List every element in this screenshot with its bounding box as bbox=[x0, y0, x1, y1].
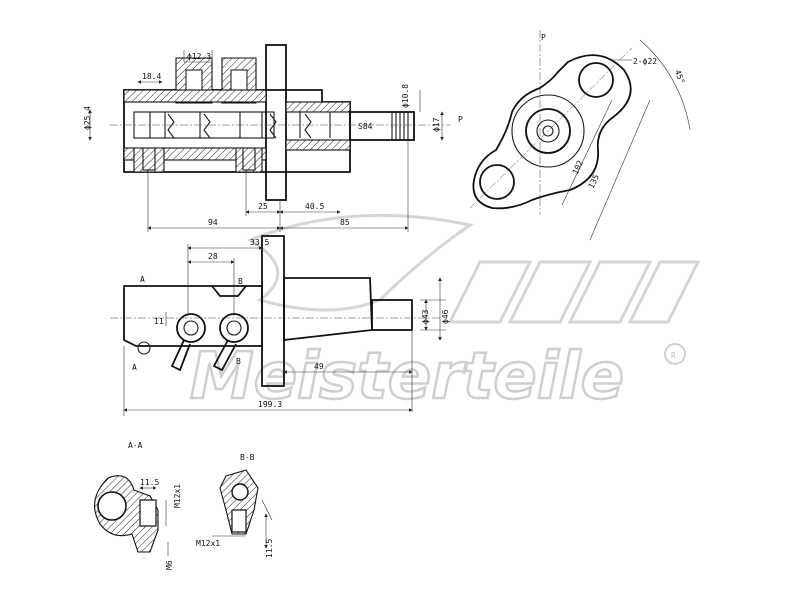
dim-40-5: 40.5 bbox=[305, 202, 324, 211]
dim-phi-12-3: ϕ12.3 bbox=[187, 52, 211, 61]
section-mark-b-top: B bbox=[238, 277, 243, 286]
outlet-fitting-2 bbox=[235, 147, 263, 173]
dim-94: 94 bbox=[208, 218, 218, 227]
springs bbox=[167, 113, 312, 139]
side-nipple-1 bbox=[170, 339, 191, 372]
front-dims: ϕ12.3 18.4 ϕ25.4 ϕ10.8 ϕ17 S84 P 94 85 2… bbox=[83, 50, 463, 232]
nose-tube bbox=[349, 111, 415, 141]
label-p-front: P bbox=[458, 115, 463, 124]
mount-hole-bottom bbox=[479, 164, 515, 200]
side-port-1 bbox=[176, 313, 206, 343]
section-b-bore bbox=[231, 483, 249, 501]
section-b-title: B-B bbox=[240, 453, 255, 462]
dim-45-deg: 45° bbox=[673, 69, 686, 86]
dim-33-5: 33.5 bbox=[250, 238, 269, 247]
label-p-flange: P bbox=[541, 33, 546, 42]
wall-bottom-rear bbox=[285, 139, 351, 151]
outlet-fitting-1 bbox=[133, 147, 165, 173]
dim-phi-25-4: ϕ25.4 bbox=[83, 106, 92, 130]
dim-a-m6: M6 bbox=[165, 560, 174, 570]
watermark-logo-bars bbox=[246, 213, 701, 324]
registered-mark-letter: R bbox=[671, 351, 676, 360]
bore-center bbox=[536, 119, 560, 143]
thread-lines bbox=[391, 112, 409, 140]
dim-phi-43: ϕ43 bbox=[421, 309, 430, 324]
flange-outline bbox=[472, 54, 632, 210]
dim-phi-17: ϕ17 bbox=[432, 117, 441, 132]
bore-outer bbox=[511, 94, 585, 168]
section-mark-b-bottom: B bbox=[236, 357, 241, 366]
dim-25: 25 bbox=[258, 202, 268, 211]
dim-a-m12: M12x1 bbox=[173, 484, 182, 508]
dim-b-11-5: 11.5 bbox=[265, 539, 274, 558]
watermark-brand-text: Meisterteile bbox=[190, 340, 624, 414]
dim-phi-10-8: ϕ10.8 bbox=[401, 84, 410, 108]
flange-section bbox=[265, 44, 287, 201]
bore-inner bbox=[525, 108, 571, 154]
dim-199-3: 199.3 bbox=[258, 400, 282, 409]
side-vent bbox=[137, 341, 151, 355]
section-a-a: A-A 11.5 M12x1 M6 bbox=[94, 441, 182, 570]
dim-phi-46: ϕ46 bbox=[441, 309, 450, 324]
dim-a-11-5: 11.5 bbox=[140, 478, 159, 487]
dim-28: 28 bbox=[208, 252, 218, 261]
dim-s84: S84 bbox=[358, 122, 373, 131]
dim-11: 11 bbox=[154, 317, 164, 326]
registered-mark bbox=[664, 343, 686, 365]
side-nipple-2 bbox=[212, 339, 237, 372]
front-section-view: ϕ12.3 18.4 ϕ25.4 ϕ10.8 ϕ17 S84 P 94 85 2… bbox=[83, 44, 463, 232]
section-mark-a-bottom: A bbox=[132, 363, 137, 372]
mount-hole-top bbox=[578, 62, 614, 98]
dim-b-m12: M12x1 bbox=[196, 539, 220, 548]
flange-diagonal-axis bbox=[469, 47, 633, 209]
dim-18-4: 18.4 bbox=[142, 72, 161, 81]
section-b-b: B-B 11.5 M12x1 bbox=[196, 453, 274, 558]
section-b-port bbox=[231, 509, 247, 533]
dim-2-phi-22: 2-ϕ22 bbox=[633, 57, 657, 66]
dim-85: 85 bbox=[340, 218, 350, 227]
section-a-bore bbox=[97, 491, 127, 521]
side-view: 33.5 28 B B A A 11 ϕ43 ϕ46 49 199.3 bbox=[110, 235, 450, 416]
section-b-body bbox=[219, 469, 259, 535]
section-mark-a-top: A bbox=[140, 275, 145, 284]
wall-top bbox=[123, 89, 267, 103]
section-a-port bbox=[139, 499, 157, 527]
wall-top-rear bbox=[285, 101, 351, 113]
side-body bbox=[123, 285, 263, 347]
dim-49: 49 bbox=[314, 362, 324, 371]
angle-arc bbox=[639, 39, 691, 131]
flange-view: 2-ϕ22 45° P 102 135 bbox=[469, 30, 691, 241]
side-reservoir-neck bbox=[211, 285, 247, 297]
dim-135: 135 bbox=[587, 173, 601, 190]
side-nose bbox=[371, 299, 413, 331]
section-a-title: A-A bbox=[128, 441, 143, 450]
